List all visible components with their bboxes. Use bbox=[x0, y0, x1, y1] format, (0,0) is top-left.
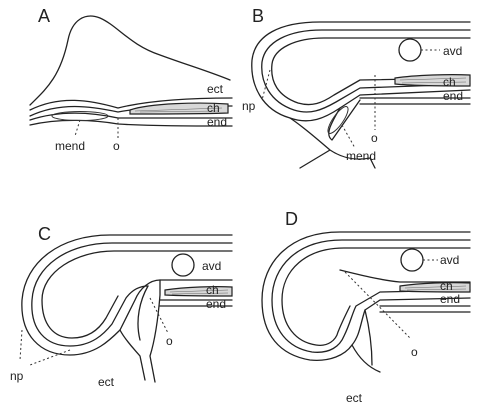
panel-d: D avd ch end o ect bbox=[262, 209, 470, 405]
panel-a-mend-label: mend bbox=[55, 139, 85, 153]
panel-c-avd-vessel bbox=[172, 254, 194, 276]
panel-c: C avd ch end o np ect bbox=[10, 224, 232, 389]
panel-b-mend-label: mend bbox=[346, 149, 376, 163]
panel-c-end-label: end bbox=[206, 297, 226, 311]
panel-c-o-label: o bbox=[166, 334, 173, 348]
panel-d-outer-fold bbox=[262, 232, 470, 360]
panel-b-avd-vessel bbox=[399, 39, 421, 61]
panel-d-avd-vessel bbox=[401, 249, 423, 271]
panel-a-letter: A bbox=[38, 6, 50, 26]
panel-a-mend-pointer bbox=[75, 120, 80, 136]
panel-b-avd-label: avd bbox=[443, 44, 462, 58]
panel-d-end-line bbox=[380, 306, 470, 312]
panel-b-notochord bbox=[395, 75, 470, 86]
panel-a: A ect ch end mend o bbox=[30, 6, 232, 153]
panel-a-endoderm-line-lower bbox=[30, 120, 232, 126]
panel-b-o-label: o bbox=[371, 131, 378, 145]
panel-d-ch-label: ch bbox=[440, 279, 453, 293]
panel-b-mend-pointer bbox=[342, 125, 355, 148]
panel-b-ch-label: ch bbox=[443, 75, 456, 89]
panel-a-o-label: o bbox=[113, 139, 120, 153]
panel-d-end-label: end bbox=[440, 292, 460, 306]
panel-d-avd-label: avd bbox=[440, 253, 459, 267]
panel-d-ventral-lines bbox=[352, 310, 380, 372]
panel-d-letter: D bbox=[285, 209, 298, 229]
panel-b-end-label: end bbox=[443, 89, 463, 103]
panel-a-head-fold-outline bbox=[30, 16, 230, 105]
panel-c-ect-label: ect bbox=[98, 375, 115, 389]
panel-a-ect-label: ect bbox=[207, 82, 224, 96]
panel-d-o-label: o bbox=[411, 345, 418, 359]
panel-d-ect-label: ect bbox=[346, 391, 363, 405]
panel-c-ch-label: ch bbox=[206, 283, 219, 297]
panel-c-np-pointer-1 bbox=[20, 330, 22, 360]
panel-b-letter: B bbox=[252, 6, 264, 26]
panel-c-np-label: np bbox=[10, 369, 24, 383]
panel-b: B avd ch end np o mend bbox=[242, 6, 470, 168]
panel-a-end-label: end bbox=[207, 115, 227, 129]
panel-b-np-label: np bbox=[242, 99, 256, 113]
panel-c-letter: C bbox=[38, 224, 51, 244]
panel-c-ventral-lines bbox=[120, 280, 160, 382]
panel-a-ch-label: ch bbox=[207, 101, 220, 115]
panel-c-avd-label: avd bbox=[202, 259, 221, 273]
